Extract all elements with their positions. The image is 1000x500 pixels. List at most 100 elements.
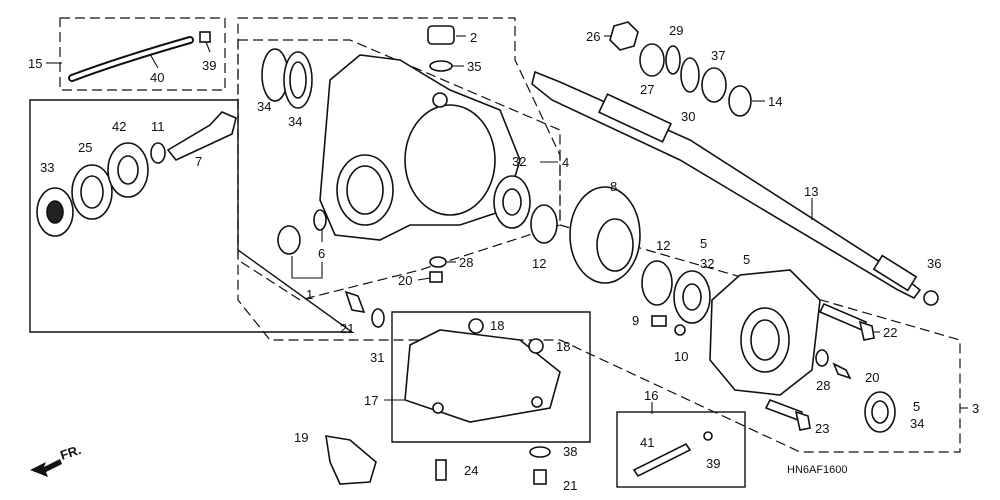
hose-clip <box>199 31 211 43</box>
callout-20b: 20 <box>865 370 879 385</box>
clip-39b <box>703 431 713 441</box>
callout-34b: 34 <box>288 114 302 129</box>
callout-18a: 18 <box>490 318 504 333</box>
stud-41 <box>632 442 692 478</box>
washer-38 <box>529 446 551 458</box>
callout-38: 38 <box>563 444 577 459</box>
plug-9 <box>651 315 667 327</box>
nut-26 <box>609 21 639 51</box>
breather-cap <box>427 25 455 45</box>
bolt-22-head <box>858 320 875 341</box>
callout-25: 25 <box>78 140 92 155</box>
case-group-outline <box>237 17 561 301</box>
callout-35: 35 <box>467 59 481 74</box>
leader-20a <box>417 277 431 281</box>
leader-39a <box>205 41 211 53</box>
bearing-42-inner <box>117 155 139 185</box>
leader-1 <box>291 256 323 279</box>
callout-2: 2 <box>470 30 477 45</box>
callout-5c: 5 <box>913 399 920 414</box>
nut-27 <box>639 43 665 77</box>
callout-39b: 39 <box>706 456 720 471</box>
callout-15: 15 <box>28 56 42 71</box>
ring-11 <box>150 142 166 164</box>
callout-11: 11 <box>151 119 165 134</box>
bearing-37 <box>701 67 727 103</box>
callout-19: 19 <box>294 430 308 445</box>
callout-5b: 5 <box>743 252 750 267</box>
bolt-23 <box>764 398 804 422</box>
callout-23: 23 <box>815 421 829 436</box>
bolt-23-head <box>794 410 811 431</box>
breather-hose-inner <box>70 38 192 80</box>
callout-20a: 20 <box>398 273 412 288</box>
bracket-19 <box>325 435 377 485</box>
callout-14: 14 <box>768 94 782 109</box>
front-marker: FR. <box>58 442 83 463</box>
callout-32a: 32 <box>512 154 526 169</box>
washer-35 <box>429 60 453 72</box>
washer-28b <box>815 349 829 367</box>
callout-39a: 39 <box>202 58 216 73</box>
washer-31 <box>371 308 385 328</box>
callout-18b: 18 <box>556 339 570 354</box>
seal-14 <box>728 85 752 117</box>
washer-29 <box>665 45 681 75</box>
callout-30: 30 <box>681 109 695 124</box>
hose-group-box <box>59 17 226 91</box>
seal-34c-inner <box>871 400 889 424</box>
callout-29: 29 <box>669 23 683 38</box>
case-bore-inner <box>346 165 384 215</box>
shaft-spline-end <box>872 254 918 292</box>
callout-36: 36 <box>927 256 941 271</box>
undercover-group-box <box>391 311 591 443</box>
flange-33-hub <box>46 200 64 224</box>
callout-33: 33 <box>40 160 54 175</box>
circlip-36 <box>923 290 939 306</box>
leader-40 <box>149 53 159 69</box>
nut-18b <box>528 338 544 354</box>
needle-bearing-6 <box>277 225 301 255</box>
bolt-21a <box>344 290 366 314</box>
cover-bolt-hole-a <box>432 402 444 414</box>
bolt-20a <box>429 271 443 283</box>
case-drain <box>432 92 448 108</box>
callout-5a: 5 <box>700 236 707 251</box>
callout-28b: 28 <box>816 378 830 393</box>
bearing-32a-inner <box>502 188 522 216</box>
callout-10: 10 <box>674 349 688 364</box>
callout-32b: 32 <box>700 256 714 271</box>
callout-24: 24 <box>464 463 478 478</box>
callout-37: 37 <box>711 48 725 63</box>
diagram-code: HN6AF1600 <box>787 464 848 476</box>
callout-3: 3 <box>972 401 979 416</box>
bolt-21b <box>533 469 547 485</box>
callout-4: 4 <box>562 155 569 170</box>
under-cover-17 <box>404 329 561 423</box>
callout-12b: 12 <box>656 238 670 253</box>
callout-28a: 28 <box>459 255 473 270</box>
callout-21b: 21 <box>563 478 577 493</box>
washer-10 <box>674 324 686 336</box>
shim-12b <box>641 260 673 306</box>
callout-42: 42 <box>112 119 126 134</box>
callout-40: 40 <box>150 70 164 85</box>
washer-28a <box>429 256 447 268</box>
callout-12a: 12 <box>532 256 546 271</box>
bolt-24 <box>435 459 447 481</box>
cover-bore-inner <box>750 319 780 361</box>
coupling-25-inner <box>80 175 104 209</box>
bolt-22 <box>818 302 868 332</box>
callout-7: 7 <box>195 154 202 169</box>
callout-17: 17 <box>364 393 378 408</box>
callout-1: 1 <box>306 287 313 302</box>
callout-9: 9 <box>632 313 639 328</box>
shaft-spline <box>597 93 673 143</box>
stud-group-box <box>616 411 746 488</box>
nut-18a <box>468 318 484 334</box>
cover-bolt-hole-b <box>531 396 543 408</box>
callout-27: 27 <box>640 82 654 97</box>
callout-6: 6 <box>318 246 325 261</box>
ring-gear-hub <box>596 218 634 272</box>
